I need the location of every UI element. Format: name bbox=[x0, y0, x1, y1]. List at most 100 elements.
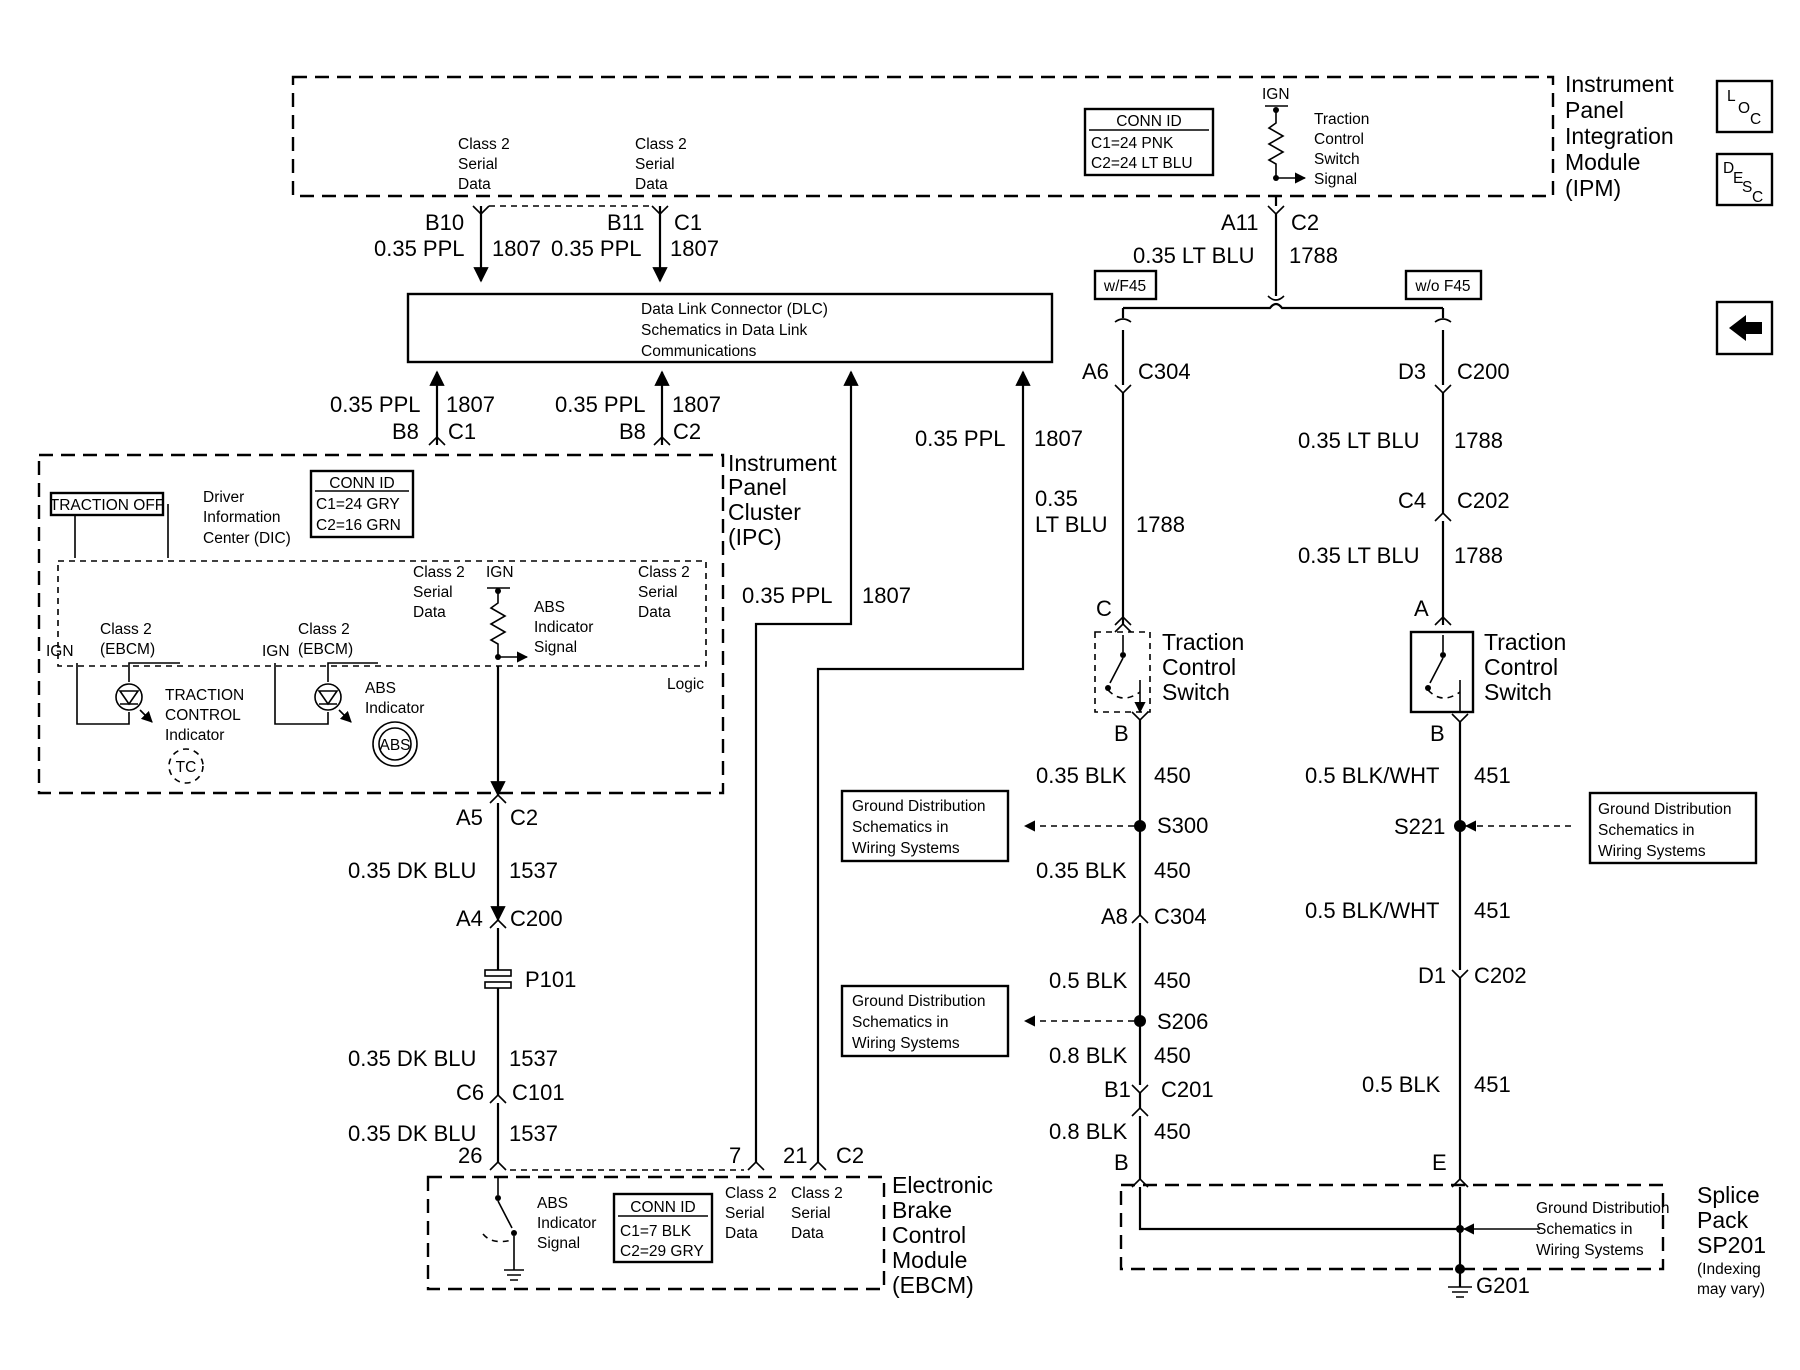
svg-text:450: 450 bbox=[1154, 1043, 1191, 1068]
svg-text:C101: C101 bbox=[512, 1080, 565, 1105]
svg-text:Switch: Switch bbox=[1162, 679, 1230, 705]
ipm-class2-right: Class 2 Serial Data bbox=[635, 136, 687, 193]
ground-g201: G201 bbox=[1476, 1273, 1530, 1298]
svg-text:Serial: Serial bbox=[791, 1205, 831, 1222]
svg-text:Driver: Driver bbox=[203, 489, 244, 506]
ipm-class2-left: Class 2 Serial Data bbox=[458, 136, 510, 193]
svg-text:Module: Module bbox=[1565, 149, 1640, 175]
svg-text:L: L bbox=[1727, 88, 1736, 105]
svg-text:Control: Control bbox=[1484, 654, 1558, 680]
svg-text:Integration: Integration bbox=[1565, 123, 1674, 149]
splice-s221 bbox=[1454, 820, 1575, 832]
svg-text:0.8 BLK: 0.8 BLK bbox=[1049, 1043, 1128, 1068]
svg-text:1537: 1537 bbox=[509, 858, 558, 883]
svg-text:S: S bbox=[1742, 179, 1752, 196]
svg-text:IGN: IGN bbox=[46, 643, 74, 660]
svg-text:451: 451 bbox=[1474, 1072, 1511, 1097]
svg-text:ABS: ABS bbox=[534, 599, 565, 616]
svg-text:Class 2: Class 2 bbox=[725, 1185, 777, 1202]
svg-text:E: E bbox=[1432, 1150, 1447, 1175]
ipc-abs-signal-circuit: IGN ABS Indicator Signal bbox=[486, 564, 593, 663]
svg-text:B: B bbox=[1430, 721, 1445, 746]
svg-text:Control: Control bbox=[1162, 654, 1236, 680]
svg-text:Schematics in: Schematics in bbox=[1598, 822, 1694, 839]
svg-text:Ground Distribution: Ground Distribution bbox=[1536, 1200, 1670, 1217]
svg-text:A5: A5 bbox=[456, 805, 483, 830]
svg-text:Wiring Systems: Wiring Systems bbox=[1536, 1242, 1644, 1259]
svg-text:Schematics in: Schematics in bbox=[852, 1014, 948, 1031]
svg-text:0.35 BLK: 0.35 BLK bbox=[1036, 763, 1127, 788]
loc-button[interactable]: L O C bbox=[1715, 79, 1774, 134]
svg-text:451: 451 bbox=[1474, 898, 1511, 923]
svg-text:TRACTION: TRACTION bbox=[165, 687, 244, 704]
svg-text:E: E bbox=[1733, 170, 1743, 187]
svg-text:450: 450 bbox=[1154, 763, 1191, 788]
svg-text:D: D bbox=[1723, 160, 1734, 177]
splice-s206 bbox=[1023, 1015, 1146, 1027]
svg-text:Traction: Traction bbox=[1162, 629, 1244, 655]
svg-text:C2=16 GRN: C2=16 GRN bbox=[316, 517, 401, 534]
svg-text:Data: Data bbox=[635, 176, 668, 193]
svg-text:Instrument: Instrument bbox=[728, 450, 837, 476]
svg-text:Brake: Brake bbox=[892, 1197, 952, 1223]
ipc-class2-left: Class 2 Serial Data bbox=[413, 564, 465, 621]
svg-text:1537: 1537 bbox=[509, 1121, 558, 1146]
svg-text:Schematics in: Schematics in bbox=[852, 819, 948, 836]
svg-text:C: C bbox=[1752, 189, 1763, 206]
svg-text:C2=24 LT BLU: C2=24 LT BLU bbox=[1091, 155, 1193, 172]
splice-s300 bbox=[1023, 820, 1146, 832]
dic-label: Driver Information Center (DIC) bbox=[203, 489, 291, 547]
svg-text:Class 2: Class 2 bbox=[458, 136, 510, 153]
svg-text:0.35 PPL: 0.35 PPL bbox=[742, 583, 833, 608]
svg-text:450: 450 bbox=[1154, 968, 1191, 993]
wire-1807-ipm-b11: B11 C1 0.35 PPL 1807 bbox=[551, 205, 719, 283]
wire-1807-ipm-b10: B10 0.35 PPL 1807 bbox=[374, 205, 650, 283]
option-w-f45: w/F45 bbox=[1093, 269, 1158, 301]
ground-dist-s206: Ground Distribution Schematics in Wiring… bbox=[840, 984, 1010, 1058]
svg-text:B1: B1 bbox=[1104, 1077, 1131, 1102]
traction-off-display: TRACTION OFF bbox=[50, 491, 169, 558]
svg-text:Data: Data bbox=[638, 604, 671, 621]
svg-text:Data: Data bbox=[791, 1225, 824, 1242]
ebcm-class2-right: Class 2 Serial Data bbox=[791, 1185, 843, 1242]
svg-text:C1=24 PNK: C1=24 PNK bbox=[1091, 135, 1174, 152]
svg-text:Center (DIC): Center (DIC) bbox=[203, 530, 291, 547]
svg-text:C200: C200 bbox=[510, 906, 563, 931]
ipc-module: Instrument Panel Cluster (IPC) bbox=[37, 450, 837, 795]
svg-text:Class 2: Class 2 bbox=[298, 621, 350, 638]
svg-text:1788: 1788 bbox=[1289, 243, 1338, 268]
back-button[interactable] bbox=[1715, 300, 1774, 356]
svg-text:Pack: Pack bbox=[1697, 1207, 1749, 1233]
svg-text:Serial: Serial bbox=[725, 1205, 765, 1222]
svg-text:A: A bbox=[1414, 596, 1429, 621]
svg-text:C2: C2 bbox=[510, 805, 538, 830]
svg-text:21: 21 bbox=[783, 1143, 807, 1168]
desc-button[interactable]: D E S C bbox=[1715, 152, 1774, 207]
svg-text:450: 450 bbox=[1154, 1119, 1191, 1144]
svg-text:C304: C304 bbox=[1138, 359, 1191, 384]
svg-text:D1: D1 bbox=[1418, 963, 1446, 988]
svg-text:Class 2: Class 2 bbox=[100, 621, 152, 638]
svg-text:1807: 1807 bbox=[446, 392, 495, 417]
svg-text:Signal: Signal bbox=[1314, 171, 1357, 188]
svg-text:Electronic: Electronic bbox=[892, 1172, 993, 1198]
svg-text:0.5 BLK/WHT: 0.5 BLK/WHT bbox=[1305, 898, 1439, 923]
svg-text:0.35 PPL: 0.35 PPL bbox=[330, 392, 421, 417]
svg-text:IGN: IGN bbox=[262, 643, 290, 660]
svg-text:(IPM): (IPM) bbox=[1565, 175, 1621, 201]
ebcm-conn-id: CONN ID C1=7 BLK C2=29 GRY bbox=[612, 1192, 714, 1264]
svg-text:1807: 1807 bbox=[862, 583, 911, 608]
svg-text:Serial: Serial bbox=[635, 156, 675, 173]
svg-text:ABS: ABS bbox=[537, 1195, 568, 1212]
svg-text:C304: C304 bbox=[1154, 904, 1207, 929]
wire-1807-ipc-c2: 0.35 PPL 1807 B8 C2 bbox=[555, 370, 721, 446]
svg-text:w/o F45: w/o F45 bbox=[1414, 278, 1470, 295]
svg-text:0.35 DK BLU: 0.35 DK BLU bbox=[348, 1046, 476, 1071]
svg-text:450: 450 bbox=[1154, 858, 1191, 883]
svg-text:Ground Distribution: Ground Distribution bbox=[852, 993, 986, 1010]
svg-text:(Indexing: (Indexing bbox=[1697, 1261, 1761, 1278]
svg-text:B8: B8 bbox=[619, 419, 646, 444]
svg-text:Serial: Serial bbox=[458, 156, 498, 173]
svg-text:Cluster: Cluster bbox=[728, 499, 801, 525]
svg-text:C1=7 BLK: C1=7 BLK bbox=[620, 1223, 692, 1240]
